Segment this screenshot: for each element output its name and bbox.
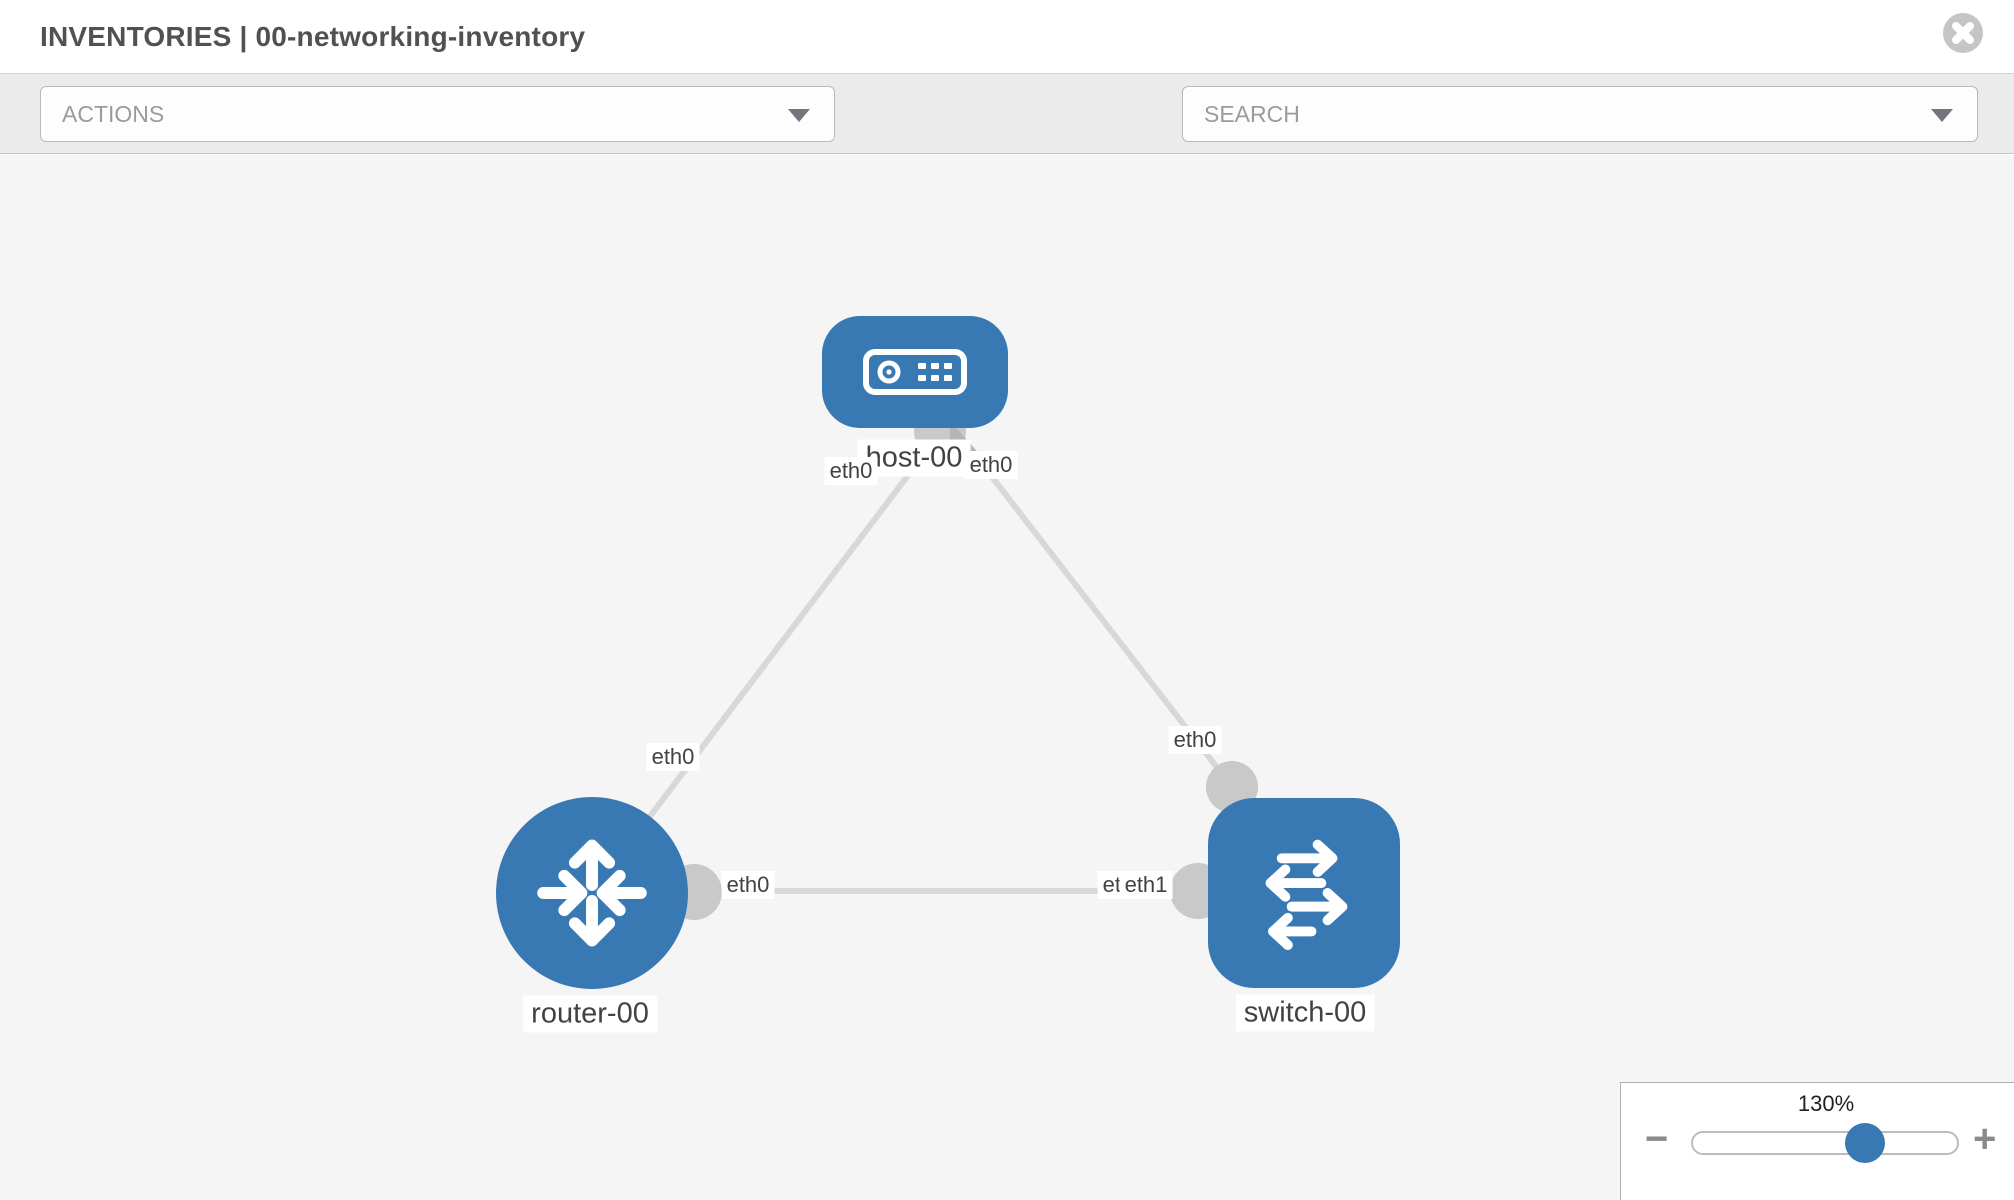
zoom-out-button[interactable]: − (1645, 1117, 1669, 1161)
node-label-router[interactable]: router-00 (523, 995, 657, 1033)
zoom-panel: 130% − + (1620, 1082, 2014, 1200)
host-icon (863, 349, 967, 395)
node-label-switch[interactable]: switch-00 (1235, 994, 1375, 1032)
router-icon (537, 839, 647, 947)
zoom-level-value: 130% (1797, 1091, 1855, 1116)
interface-label-router-to-host: eth0 (646, 743, 700, 771)
close-icon[interactable] (1942, 12, 1984, 54)
zoom-slider[interactable] (1691, 1123, 1959, 1163)
node-router[interactable] (496, 797, 688, 989)
topology-canvas[interactable]: host-00 router-00 switch-00 eth0 eth0 et… (0, 155, 2014, 1200)
page-title: INVENTORIES | 00-networking-inventory (40, 21, 586, 52)
interface-label-switch-to-host: eth0 (1168, 726, 1222, 754)
actions-dropdown[interactable]: ACTIONS (40, 86, 835, 142)
title-bar: INVENTORIES | 00-networking-inventory (0, 0, 2014, 73)
actions-dropdown-value: ACTIONS (62, 101, 165, 127)
search-dropdown-value: SEARCH (1204, 101, 1300, 127)
interface-label-host-to-router: eth0 (824, 457, 878, 485)
zoom-in-button[interactable]: + (1973, 1117, 1997, 1161)
chevron-down-icon (788, 109, 810, 122)
zoom-slider-handle[interactable] (1845, 1123, 1885, 1163)
node-switch[interactable] (1208, 798, 1400, 988)
switch-icon (1265, 839, 1348, 951)
search-dropdown[interactable]: SEARCH (1182, 86, 1978, 142)
links-layer (589, 405, 1258, 920)
chevron-down-icon (1931, 109, 1953, 122)
interface-label-switch-to-router-front: eth1 (1119, 871, 1173, 899)
toolbar: ACTIONS SEARCH (0, 73, 2014, 208)
node-host[interactable] (822, 316, 1008, 428)
interface-label-router-to-switch: eth0 (721, 871, 775, 899)
interface-label-host-to-switch: eth0 (964, 451, 1018, 479)
